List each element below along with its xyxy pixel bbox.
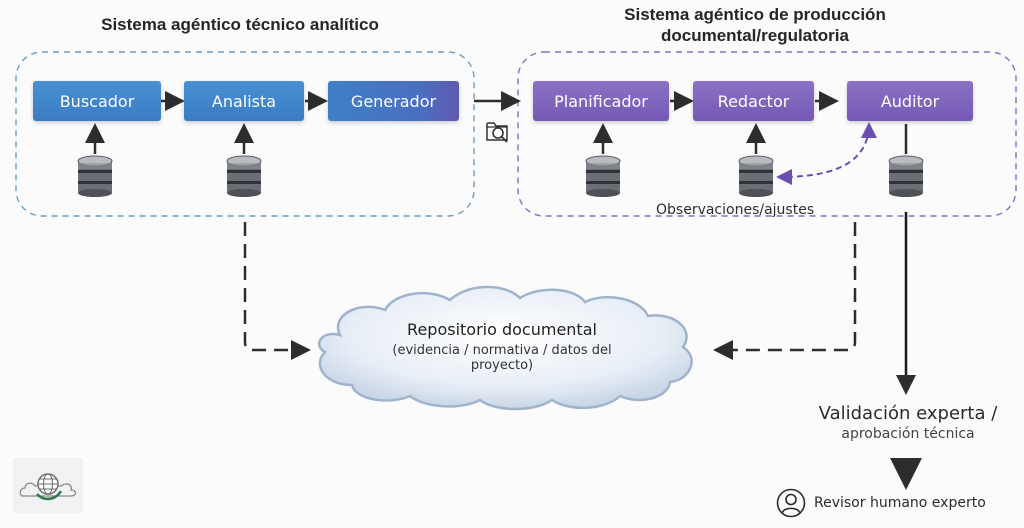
right-system-container [517,51,1017,217]
database-icon [77,155,113,197]
repository-cloud [318,285,693,411]
left-system-title: Sistema agéntico técnico analítico [101,15,379,34]
feedback-label: Observaciones/ajustes [656,202,815,218]
agent-planificador-label: Planificador [554,91,648,111]
globe-cloud-logo [19,473,77,501]
reviewer-label: Revisor humano experto [814,495,986,511]
agent-generador[interactable]: Generador [328,81,459,121]
agent-redactor-label: Redactor [717,91,790,111]
database-icon [585,155,621,197]
right-system-title: Sistema agéntico de producción documenta… [560,4,950,46]
database-icon [888,155,924,197]
dashed-arrow-right-to-repository [713,222,857,360]
validation-title: Validación experta / [818,403,998,424]
agent-analista[interactable]: Analista [184,81,304,121]
repository-subtitle-line1: (evidencia / normativa / datos del [392,343,612,358]
feedback-arrow-auditor-redactor [776,127,870,185]
right-system-title-line1: Sistema agéntico de producción [624,5,886,24]
right-system-title-line2: documental/regulatoria [661,26,849,45]
folder-search-icon [486,122,508,143]
reviewer: Revisor humano experto [776,488,986,518]
database-icon [226,155,262,197]
agent-buscador-label: Buscador [59,91,135,111]
user-icon [776,488,806,518]
validation-block: Validación experta / aprobación técnica [808,403,1008,442]
dashed-arrow-left-to-repository [243,222,311,360]
agent-analista-label: Analista [211,91,277,111]
logo [13,458,83,513]
agent-auditor[interactable]: Auditor [847,81,973,121]
agent-auditor-label: Auditor [880,91,940,111]
repository-text: Repositorio documental (evidencia / norm… [352,320,652,373]
agent-generador-label: Generador [350,91,437,111]
repository-subtitle-line2: proyecto) [470,358,534,373]
agent-buscador[interactable]: Buscador [33,81,161,121]
database-icon [738,155,774,197]
left-system-container [15,51,475,217]
agent-redactor[interactable]: Redactor [693,81,814,121]
validation-subtitle: aprobación técnica [841,426,975,442]
agent-planificador[interactable]: Planificador [533,81,669,121]
repository-title: Repositorio documental [407,320,597,339]
